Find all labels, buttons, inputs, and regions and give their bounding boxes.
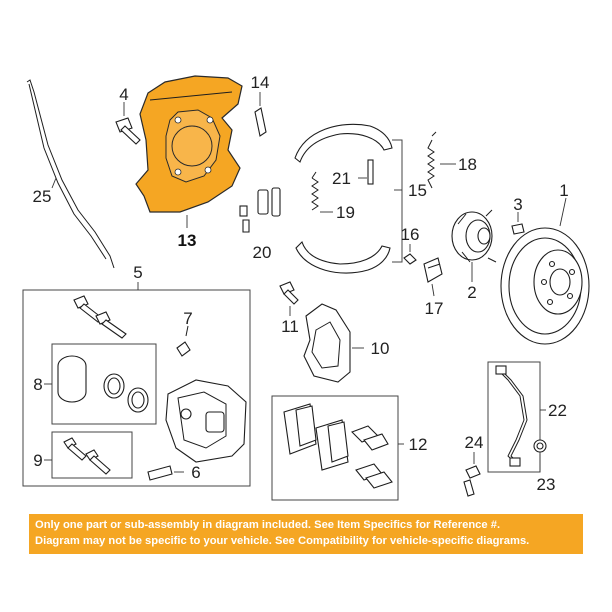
banjo-bolt-24-part [463, 452, 481, 497]
callout-18: 18 [458, 155, 477, 174]
bolt-kit-group-box [51, 431, 133, 479]
callout-20: 20 [253, 243, 272, 262]
callout-7: 7 [183, 309, 192, 328]
spring-19-part [311, 171, 333, 213]
callout-8: 8 [33, 375, 42, 394]
brake-pads-group-box [271, 395, 399, 501]
callout-9: 9 [33, 451, 42, 470]
callout-24: 24 [465, 433, 484, 452]
callout-2: 2 [467, 283, 476, 302]
brake-rotor-part [500, 197, 590, 345]
disclaimer-banner: Only one part or sub-assembly in diagram… [29, 514, 583, 554]
callout-23: 23 [537, 475, 556, 494]
bracket-17-part [423, 257, 443, 297]
bolt-4-part [115, 102, 141, 145]
bolts-9-part [63, 437, 111, 475]
callout-21: 21 [332, 169, 351, 188]
callout-3: 3 [513, 195, 522, 214]
hub-bearing-part [451, 209, 497, 282]
callout-1: 1 [559, 181, 568, 200]
piston-8-part [57, 355, 149, 413]
bolt-11-part [279, 281, 299, 316]
brake-hose-part [495, 365, 528, 467]
stud-3-part [511, 212, 525, 235]
hardware-kit-20-part [239, 187, 281, 233]
guide-bolts-part [73, 295, 127, 339]
callout-12: 12 [409, 435, 428, 454]
callout-17: 17 [425, 299, 444, 318]
washer-23-part [533, 439, 547, 472]
pin-21-part [358, 159, 374, 185]
bleeder-7-part [176, 325, 191, 357]
parking-brake-cable-part [26, 79, 115, 269]
caliper-body-part [165, 379, 247, 463]
brake-hose-group-box [487, 361, 541, 473]
callout-4: 4 [119, 85, 128, 104]
caliper-bracket-part [303, 303, 364, 383]
callout-25: 25 [33, 187, 52, 206]
callout-22: 22 [548, 401, 567, 420]
disclaimer-line-2: Diagram may not be specific to your vehi… [35, 535, 530, 547]
parking-brake-shoes-part [294, 123, 403, 274]
bolt-16-part [403, 244, 417, 265]
callout-13: 13 [178, 231, 197, 250]
callout-6: 6 [191, 463, 200, 482]
callout-11: 11 [281, 317, 299, 336]
callout-19: 19 [336, 203, 355, 222]
callout-16: 16 [401, 225, 420, 244]
callout-15: 15 [408, 181, 427, 200]
bleeder-6-part [147, 465, 184, 481]
callout-5: 5 [133, 263, 142, 282]
callout-14: 14 [251, 73, 270, 92]
callout-10: 10 [371, 339, 390, 358]
dust-shield-part [135, 75, 243, 228]
brake-pads-part [283, 403, 393, 489]
clip-14-part [254, 92, 267, 137]
disclaimer-line-1: Only one part or sub-assembly in diagram… [35, 519, 501, 531]
adjuster-spring-18-part [427, 131, 456, 189]
caliper-assembly-group-box [22, 289, 251, 487]
